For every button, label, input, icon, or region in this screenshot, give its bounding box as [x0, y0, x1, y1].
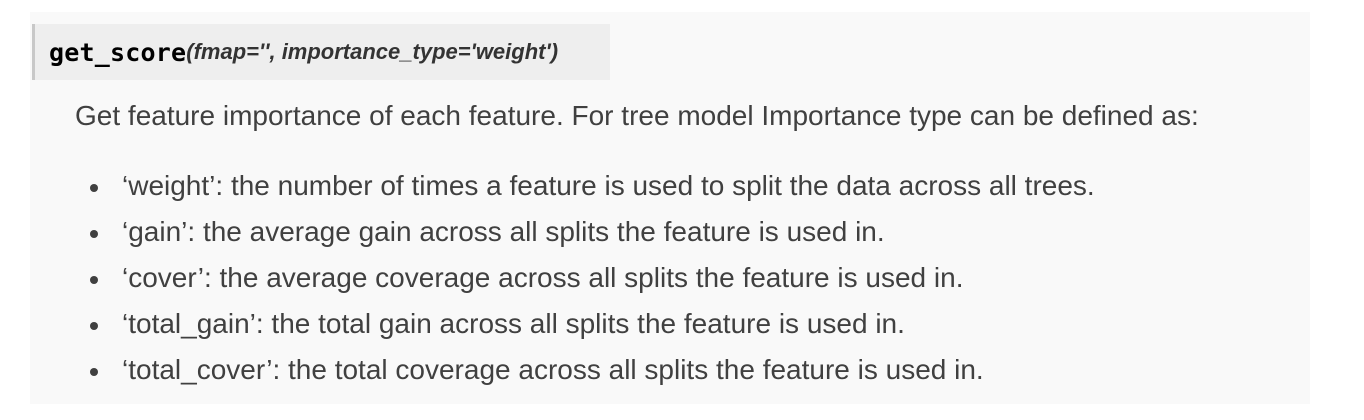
function-params: (fmap='', importance_type='weight') — [186, 39, 559, 64]
importance-type-item-total-gain: ‘total_gain’: the total gain across all … — [75, 304, 1095, 350]
list-item-text: ‘gain’: the average gain across all spli… — [122, 216, 885, 247]
importance-type-item-gain: ‘gain’: the average gain across all spli… — [75, 212, 1095, 258]
importance-type-item-weight: ‘weight’: the number of times a feature … — [75, 166, 1095, 212]
importance-type-item-cover: ‘cover’: the average coverage across all… — [75, 258, 1095, 304]
bullet-icon — [90, 230, 98, 238]
list-item-text: ‘total_cover’: the total coverage across… — [122, 354, 984, 385]
function-name: get_score — [49, 37, 187, 67]
function-signature: get_score(fmap='', importance_type='weig… — [32, 24, 611, 80]
function-description: Get feature importance of each feature. … — [75, 100, 1199, 131]
importance-type-list: ‘weight’: the number of times a feature … — [75, 166, 1095, 396]
importance-type-item-total-cover: ‘total_cover’: the total coverage across… — [75, 350, 1095, 396]
list-item-text: ‘cover’: the average coverage across all… — [122, 262, 964, 293]
bullet-icon — [90, 368, 98, 376]
list-item-text: ‘total_gain’: the total gain across all … — [122, 308, 905, 339]
bullet-icon — [90, 322, 98, 330]
list-item-text: ‘weight’: the number of times a feature … — [122, 170, 1095, 201]
bullet-icon — [90, 276, 98, 284]
bullet-icon — [90, 184, 98, 192]
